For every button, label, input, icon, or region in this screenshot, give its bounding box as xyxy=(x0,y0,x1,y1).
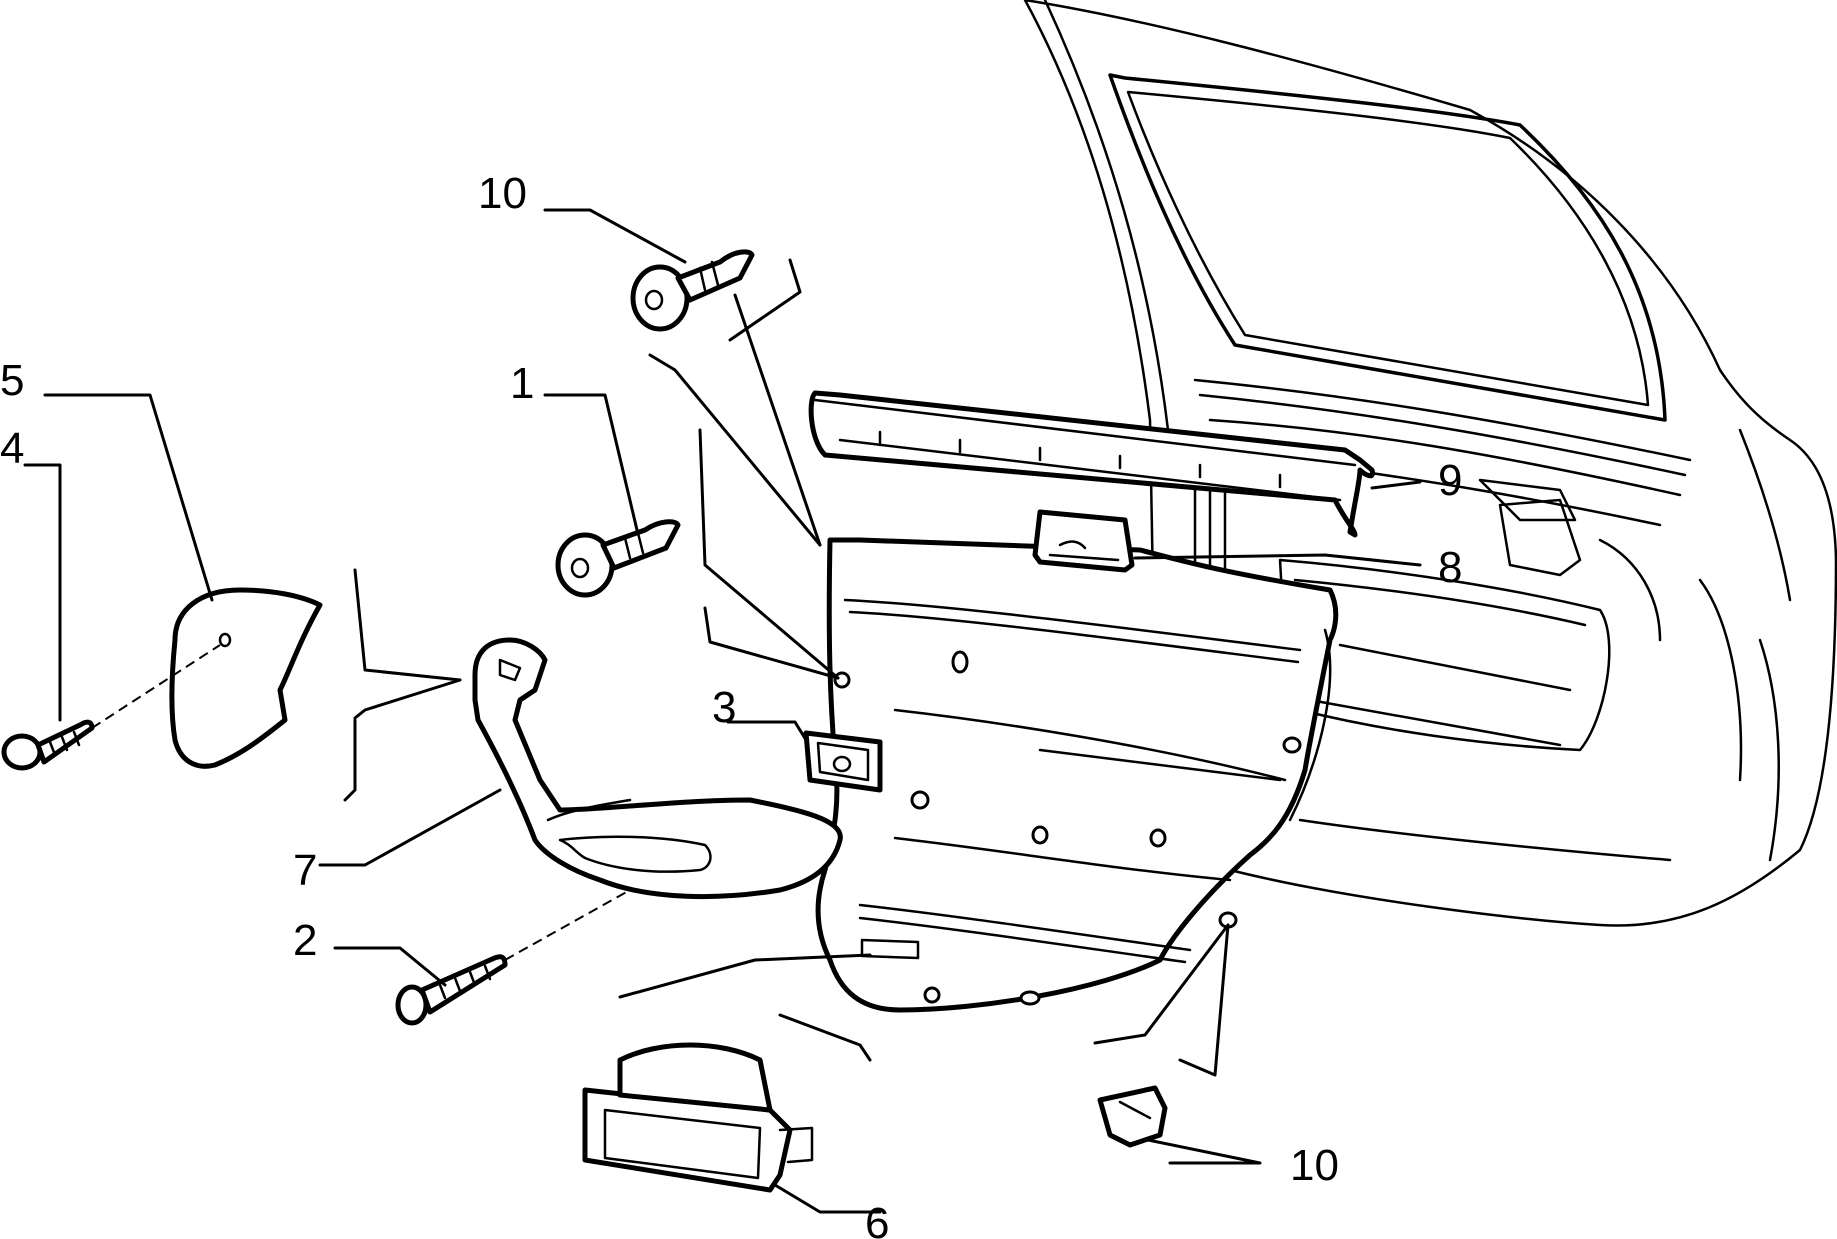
part-8-clip xyxy=(1032,509,1135,573)
leader-lines xyxy=(23,208,1422,1214)
door-trim-panel xyxy=(815,537,1339,1013)
assembly-line-screw-4 xyxy=(91,644,221,729)
callout-10-top: 10 xyxy=(478,169,527,218)
part-10-clip-bottom xyxy=(1097,1085,1168,1148)
assembly-line-screw-2 xyxy=(504,889,631,961)
callout-2: 2 xyxy=(293,916,317,965)
part-6-pocket xyxy=(582,1042,814,1193)
part-5-cover xyxy=(169,587,323,769)
part-2-screw xyxy=(395,954,508,1026)
callout-3: 3 xyxy=(712,683,736,732)
part-10-pin-top xyxy=(630,249,755,332)
callout-5: 5 xyxy=(0,356,24,405)
callout-4: 4 xyxy=(0,424,24,473)
callout-9: 9 xyxy=(1438,456,1462,505)
callout-1: 1 xyxy=(510,359,534,408)
part-4-screw xyxy=(1,719,95,771)
door-frame xyxy=(1023,0,1837,927)
callouts: 10 1 5 4 7 2 3 9 8 10 6 xyxy=(0,169,1462,1239)
callout-6: 6 xyxy=(865,1199,889,1239)
callout-10-bottom: 10 xyxy=(1290,1141,1339,1190)
part-1-pin xyxy=(555,519,681,598)
part-7-handle xyxy=(472,637,843,900)
part-3-button xyxy=(803,730,883,793)
part-9-rail xyxy=(808,390,1376,538)
callout-7: 7 xyxy=(293,846,317,895)
callout-8: 8 xyxy=(1438,543,1462,592)
